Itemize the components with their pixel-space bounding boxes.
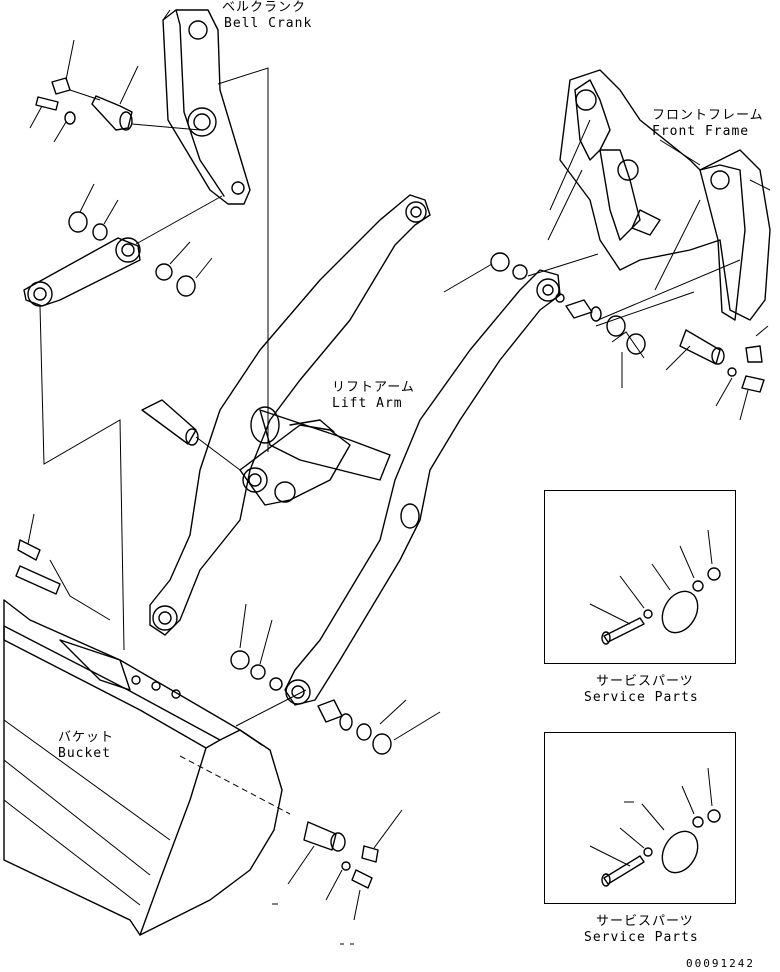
leader-link-to-bucket <box>39 305 125 651</box>
lift-arm-lower-bushings <box>230 603 441 755</box>
frame-pin-assembly <box>595 259 769 421</box>
service-parts-2-drawing <box>589 767 721 887</box>
bucket <box>3 513 291 936</box>
bucket-label-jp: バケット <box>58 730 115 745</box>
bucket-label-en: Bucket <box>58 746 111 761</box>
drawing-number: 00091242 <box>686 957 755 970</box>
lift-arm-right <box>284 269 561 706</box>
lift-arm-upper-bushings <box>443 252 646 388</box>
bell-crank-pin-parts <box>29 39 201 143</box>
service-parts-1-label-en: Service Parts <box>584 690 699 705</box>
service-parts-1-drawing <box>589 529 721 645</box>
service-parts-box-1 <box>544 490 736 664</box>
lift-arm-left <box>149 194 431 636</box>
front-frame-label-jp: フロントフレーム <box>652 108 764 123</box>
service-parts-1-label-jp: サービスパーツ <box>596 674 694 689</box>
lift-arm-label-jp: リフトアーム <box>332 380 415 395</box>
bell-crank-label-jp: ベルクランク <box>222 0 307 15</box>
service-parts-2-label-en: Service Parts <box>584 930 699 945</box>
lift-arm-label-en: Lift Arm <box>332 396 403 411</box>
lift-arm-cross-tube <box>239 406 391 506</box>
front-frame <box>547 69 771 321</box>
bell-crank <box>162 9 251 205</box>
bucket-pin-assembly <box>235 689 403 921</box>
bell-crank-label-en: Bell Crank <box>224 16 313 31</box>
front-frame-label-en: Front Frame <box>652 124 750 139</box>
service-parts-2-label-jp: サービスパーツ <box>596 914 694 929</box>
bell-crank-link <box>23 183 223 307</box>
leader-crank-to-frame <box>217 67 269 452</box>
service-parts-box-2 <box>544 732 736 904</box>
lift-arm-pin <box>141 399 241 471</box>
